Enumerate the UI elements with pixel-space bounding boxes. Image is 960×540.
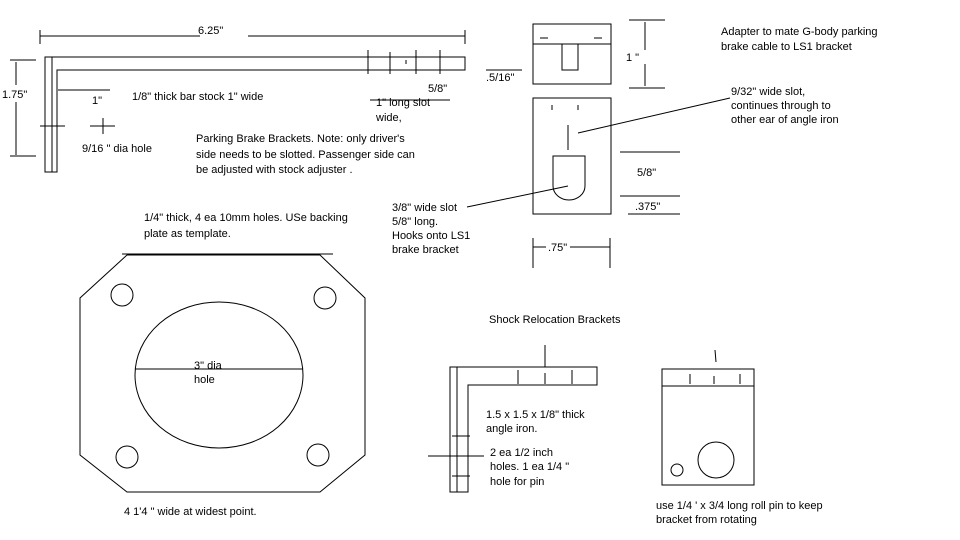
hole-dia-label: 9/16 " dia hole <box>82 143 152 155</box>
bar-stock-label: 1/8" thick bar stock 1" wide <box>132 91 263 103</box>
bracket-note-line1: Parking Brake Brackets. Note: only drive… <box>196 133 405 145</box>
bar-length-label: 6.25" <box>198 25 223 37</box>
shock-brackets: Shock Relocation Brackets 1.5 x 1.5 x 1/… <box>428 314 823 526</box>
slot38-line2: 5/8" long. <box>392 216 438 228</box>
plate-note-line1: 1/4" thick, 4 ea 10mm holes. USe backing <box>144 212 348 224</box>
angle-line2: angle iron. <box>486 423 537 435</box>
parking-brake-bar: 6.25" 1.75" 1" 1/8" thick bar stock 1" w… <box>2 25 466 176</box>
adapter-58-label: 5/8" <box>637 167 656 179</box>
slot-label-line1: 1" long slot <box>376 97 430 109</box>
slot932-line2: continues through to <box>731 100 831 112</box>
plate-width-label: 4 1'4 " wide at widest point. <box>124 506 257 518</box>
slot-label-line2: wide, <box>375 112 402 124</box>
cable-adapter: Adapter to mate G-body parking brake cab… <box>392 19 878 268</box>
bracket-note-line2: side needs to be slotted. Passenger side… <box>196 149 415 161</box>
shock-title: Shock Relocation Brackets <box>489 314 621 326</box>
adapter-title-line2: brake cable to LS1 bracket <box>721 41 852 53</box>
bracket-note-line3: be adjusted with stock adjuster . <box>196 164 353 176</box>
plate-hole-label-line2: hole <box>194 374 215 386</box>
plate-note-line2: plate as template. <box>144 228 231 240</box>
holes-line2: holes. 1 ea 1/4 " <box>490 461 569 473</box>
slot932-line1: 9/32" wide slot, <box>731 86 805 98</box>
adapter-height-label: 1 " <box>626 52 639 64</box>
slot932-line3: other ear of angle iron <box>731 114 839 126</box>
adapter-75-label: .75" <box>548 242 567 254</box>
slot-dim-label: 5/8" <box>428 83 447 95</box>
adapter-tab-label: .5/16" <box>486 72 514 84</box>
pin-note-line2: bracket from rotating <box>656 514 757 526</box>
slot38-line3: Hooks onto LS1 <box>392 230 470 242</box>
angle-line1: 1.5 x 1.5 x 1/8" thick <box>486 409 585 421</box>
plate-hole-label-line1: 3" dia <box>194 360 223 372</box>
slot38-line1: 3/8" wide slot <box>392 202 457 214</box>
bar-width-mark: 1" <box>92 95 102 107</box>
adapter-375-label: .375" <box>635 201 660 213</box>
bar-height-label: 1.75" <box>2 89 27 101</box>
holes-line3: hole for pin <box>490 476 544 488</box>
pin-note-line1: use 1/4 ' x 3/4 long roll pin to keep <box>656 500 823 512</box>
slot38-line4: brake bracket <box>392 244 459 256</box>
adapter-title-line1: Adapter to mate G-body parking <box>721 26 878 38</box>
holes-line1: 2 ea 1/2 inch <box>490 447 553 459</box>
backing-plate: 1/4" thick, 4 ea 10mm holes. USe backing… <box>79 212 366 518</box>
